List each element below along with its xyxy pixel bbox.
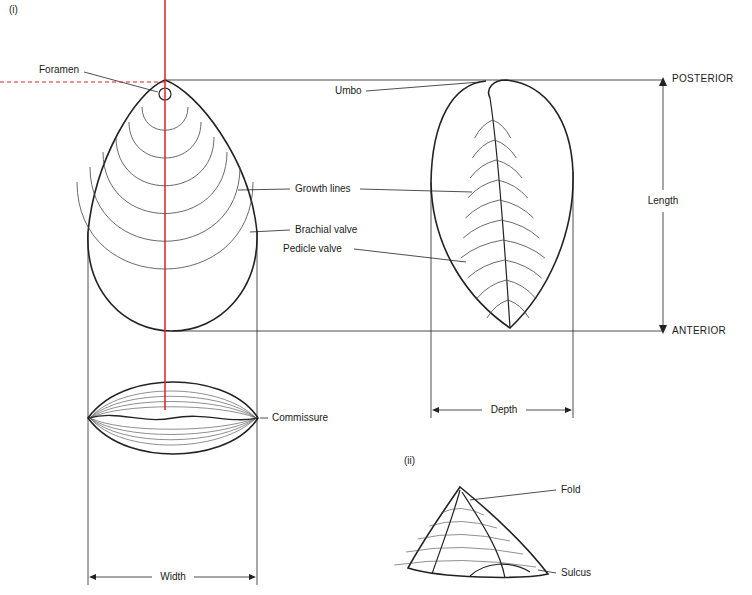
part-label: Fold	[560, 484, 581, 496]
growth-line	[461, 240, 503, 258]
growth-lines	[77, 107, 545, 567]
growth-line	[90, 418, 256, 445]
growth-line	[503, 240, 545, 258]
growth-line	[470, 160, 496, 178]
fold-sulcus-outline	[408, 487, 548, 577]
growth-line	[429, 521, 497, 528]
growth-line	[494, 140, 516, 158]
part-label: Commissure	[271, 412, 329, 424]
growth-line	[506, 280, 535, 298]
growth-line	[468, 260, 505, 278]
leader-lines	[84, 72, 556, 573]
part-label: Width	[159, 571, 187, 583]
part-label: ANTERIOR	[671, 325, 727, 337]
dimension-lines	[88, 80, 663, 585]
part-label: Length	[647, 195, 680, 207]
part-label: Sulcus	[560, 567, 592, 579]
part-label: Depth	[490, 404, 519, 416]
growth-line	[90, 418, 256, 440]
part-label: (ii)	[403, 455, 416, 467]
side-view-commissure	[490, 98, 510, 328]
growth-line	[466, 200, 500, 218]
growth-line	[505, 260, 542, 278]
growth-line	[498, 180, 528, 198]
commissure-view-outline	[88, 382, 258, 454]
growth-line	[477, 280, 506, 298]
part-label: Pedicle valve	[282, 243, 343, 255]
shell-outlines	[88, 80, 573, 578]
growth-line	[441, 508, 484, 515]
growth-line	[463, 220, 501, 238]
side-view-outline	[431, 80, 573, 328]
growth-line	[90, 396, 256, 418]
part-label: Foramen	[38, 64, 80, 76]
growth-line	[468, 180, 498, 198]
part-label: POSTERIOR	[671, 73, 735, 85]
growth-line	[496, 160, 522, 178]
arrowheads	[89, 77, 667, 580]
sulcus-edge	[470, 564, 530, 576]
growth-line	[487, 300, 508, 318]
growth-line	[475, 120, 493, 138]
part-label: Brachial valve	[294, 224, 358, 236]
growth-line	[394, 560, 536, 567]
growth-line	[406, 547, 523, 554]
part-label: Umbo	[334, 85, 363, 97]
growth-line	[90, 391, 256, 418]
growth-line	[501, 220, 539, 238]
part-label: (i)	[8, 4, 19, 16]
brachial-view-outline	[88, 80, 257, 331]
growth-line	[500, 200, 534, 218]
growth-line	[418, 534, 510, 541]
reference-lines	[0, 0, 165, 410]
growth-line	[472, 140, 494, 158]
growth-line	[508, 300, 529, 318]
part-label: Growth lines	[294, 183, 352, 195]
commissure-line	[88, 415, 258, 419]
growth-line	[493, 120, 511, 138]
